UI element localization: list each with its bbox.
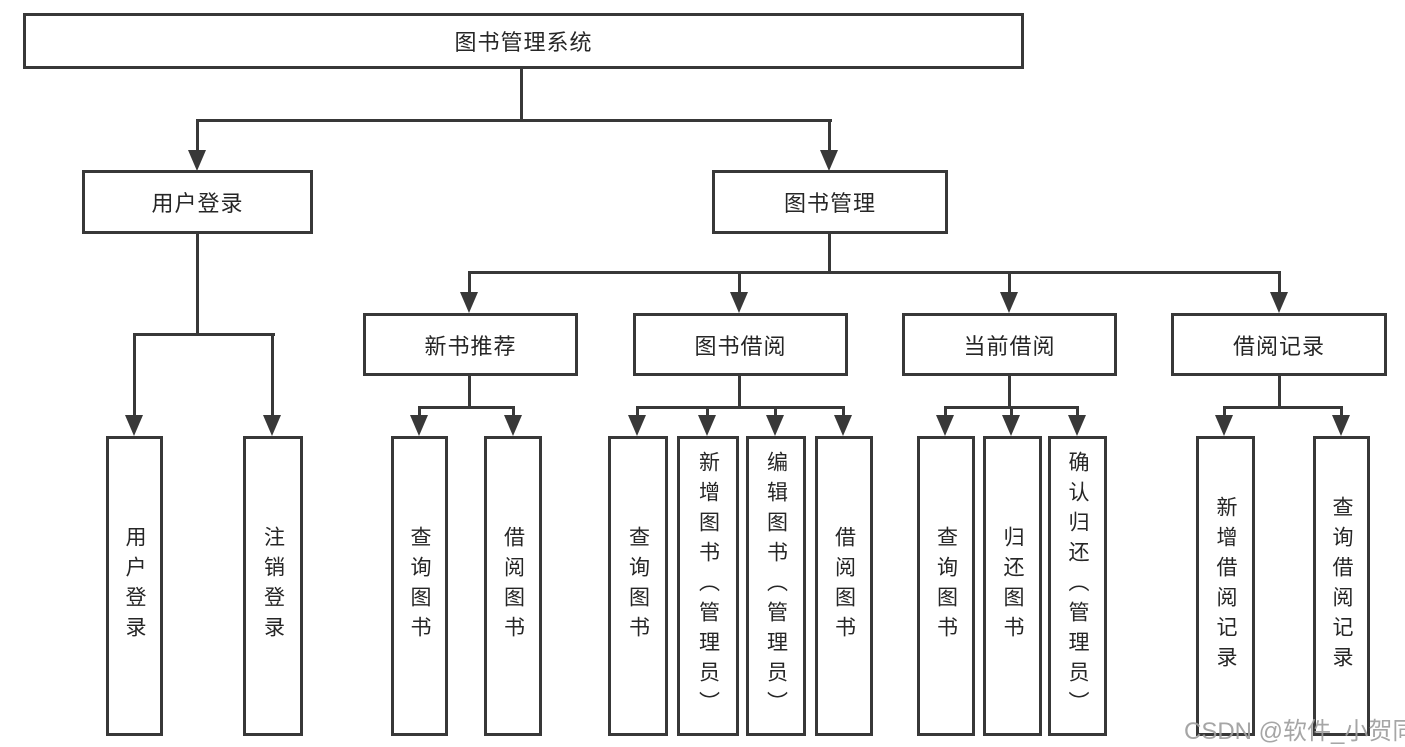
leaf-query-book-2-label: 查询图书 (626, 526, 650, 646)
node-user-login: 用户登录 (82, 170, 313, 234)
connector (828, 119, 831, 152)
leaf-query-book-1-label: 查询图书 (408, 526, 431, 646)
node-borrow-records-label: 借阅记录 (1232, 333, 1325, 359)
arrowhead-down-icon (628, 415, 646, 436)
leaf-edit-book-admin: 编辑图书（管理员） (746, 436, 806, 736)
connector (706, 406, 709, 416)
node-current-borrow: 当前借阅 (902, 313, 1117, 376)
node-root-label: 图书管理系统 (454, 30, 593, 55)
leaf-query-book-3-label: 查询图书 (934, 526, 958, 646)
leaf-borrow-book-1-label: 借阅图书 (501, 526, 525, 646)
connector (133, 333, 136, 416)
connector (468, 271, 1281, 274)
node-book-borrow-label: 图书借阅 (694, 333, 787, 359)
arrowhead-down-icon (1215, 415, 1233, 436)
connector (774, 406, 777, 416)
arrowhead-down-icon (730, 292, 748, 313)
connector (1076, 406, 1079, 416)
connector (512, 406, 515, 416)
arrowhead-down-icon (834, 415, 852, 436)
leaf-query-book-1: 查询图书 (391, 436, 448, 736)
arrowhead-down-icon (1332, 415, 1350, 436)
node-new-book-recommend: 新书推荐 (363, 313, 578, 376)
leaf-confirm-return-admin: 确认归还（管理员） (1048, 436, 1107, 736)
leaf-query-book-2: 查询图书 (608, 436, 668, 736)
leaf-edit-book-admin-label: 编辑图书（管理员） (764, 451, 788, 721)
connector (738, 271, 741, 293)
leaf-logout-label: 注销登录 (261, 526, 285, 646)
arrowhead-down-icon (263, 415, 281, 436)
connector (738, 375, 741, 408)
connector (842, 406, 845, 416)
arrowhead-down-icon (410, 415, 428, 436)
node-current-borrow-label: 当前借阅 (963, 333, 1056, 359)
connector (418, 406, 421, 416)
arrowhead-down-icon (936, 415, 954, 436)
connector (520, 69, 523, 121)
connector (1223, 406, 1226, 416)
connector (196, 234, 199, 336)
arrowhead-down-icon (125, 415, 143, 436)
leaf-borrow-book-2: 借阅图书 (815, 436, 873, 736)
connector (468, 375, 471, 408)
connector (636, 406, 845, 409)
leaf-user-login: 用户登录 (106, 436, 163, 736)
leaf-return-book-label: 归还图书 (1001, 526, 1024, 646)
leaf-add-book-admin: 新增图书（管理员） (677, 436, 739, 736)
connector (944, 406, 947, 416)
leaf-borrow-book-2-label: 借阅图书 (832, 526, 856, 646)
arrowhead-down-icon (1000, 292, 1018, 313)
node-borrow-records: 借阅记录 (1171, 313, 1387, 376)
connector (133, 333, 275, 336)
leaf-query-book-3: 查询图书 (917, 436, 975, 736)
connector (468, 271, 471, 293)
node-book-management: 图书管理 (712, 170, 948, 234)
connector (1340, 406, 1343, 416)
connector (196, 119, 199, 152)
connector (828, 234, 831, 273)
connector (271, 333, 274, 416)
leaf-query-borrow-record-label: 查询借阅记录 (1330, 496, 1353, 676)
arrowhead-down-icon (504, 415, 522, 436)
arrowhead-down-icon (1270, 292, 1288, 313)
arrowhead-down-icon (460, 292, 478, 313)
connector (1278, 375, 1281, 408)
leaf-user-login-label: 用户登录 (123, 526, 146, 646)
leaf-confirm-return-admin-label: 确认归还（管理员） (1066, 451, 1089, 721)
arrowhead-down-icon (188, 150, 206, 171)
arrowhead-down-icon (698, 415, 716, 436)
arrowhead-down-icon (1002, 415, 1020, 436)
csdn-watermark: CSDN @软件_小贺同学 (1184, 718, 1405, 745)
leaf-return-book: 归还图书 (983, 436, 1042, 736)
arrowhead-down-icon (766, 415, 784, 436)
node-user-login-label: 用户登录 (151, 191, 244, 216)
leaf-add-book-admin-label: 新增图书（管理员） (696, 451, 720, 721)
connector (1010, 406, 1013, 416)
leaf-query-borrow-record: 查询借阅记录 (1313, 436, 1370, 736)
leaf-add-borrow-record-label: 新增借阅记录 (1214, 496, 1237, 676)
node-new-book-recommend-label: 新书推荐 (424, 333, 517, 359)
connector (418, 406, 515, 409)
arrowhead-down-icon (820, 150, 838, 171)
node-book-management-label: 图书管理 (783, 191, 876, 216)
node-book-borrow: 图书借阅 (633, 313, 848, 376)
connector (1223, 406, 1343, 409)
connector (1008, 375, 1011, 408)
leaf-logout: 注销登录 (243, 436, 303, 736)
leaf-borrow-book-1: 借阅图书 (484, 436, 542, 736)
connector (1278, 271, 1281, 293)
connector (1008, 271, 1011, 293)
leaf-add-borrow-record: 新增借阅记录 (1196, 436, 1255, 736)
connector (196, 119, 832, 122)
node-root: 图书管理系统 (23, 13, 1024, 69)
connector (636, 406, 639, 416)
arrowhead-down-icon (1068, 415, 1086, 436)
